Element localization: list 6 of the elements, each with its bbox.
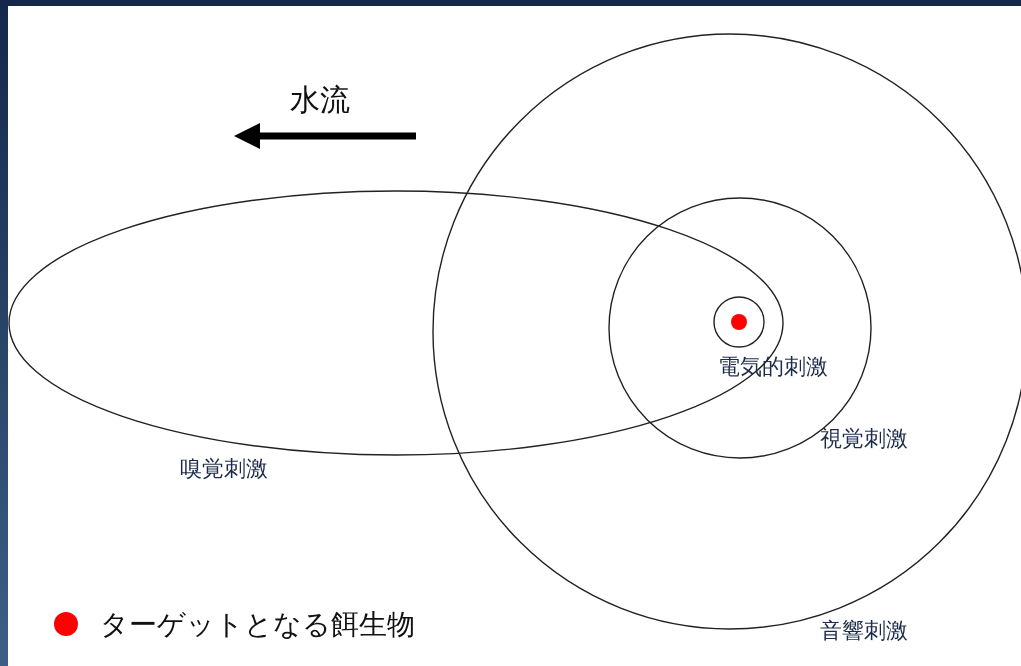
current-label: 水流: [290, 81, 350, 119]
stimulus-label: 嗅覚刺激: [180, 456, 268, 483]
stimulus-label: 電気的刺激: [718, 354, 828, 381]
stimulus-label: 音響刺激: [820, 618, 908, 645]
stimulus-label: 視覚刺激: [820, 426, 908, 453]
legend-text: ターゲットとなる餌生物: [100, 607, 415, 643]
